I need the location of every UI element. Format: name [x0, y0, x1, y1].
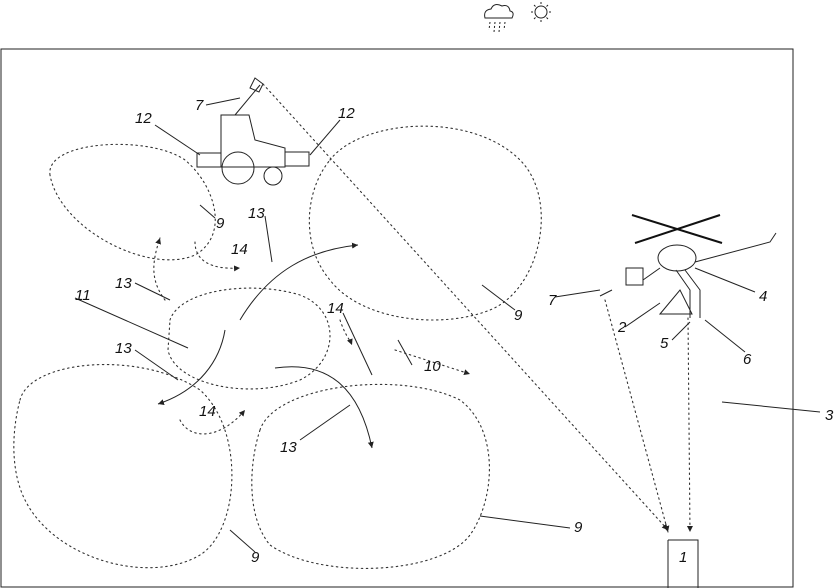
- base-station: [667, 539, 699, 588]
- label-13-c: 13: [115, 340, 132, 357]
- signal-lines: [262, 83, 693, 533]
- label-14-b: 14: [327, 300, 344, 317]
- rain-cloud-icon: [484, 4, 514, 33]
- zone-bottom-left: [13, 364, 233, 569]
- leader-lines: [74, 97, 821, 553]
- label-13-b: 13: [115, 275, 132, 292]
- zone-top-right: [308, 125, 542, 321]
- label-7-tractor: 7: [195, 97, 204, 114]
- label-10: 10: [424, 358, 441, 375]
- label-9-top-right: 9: [514, 307, 523, 324]
- label-12-right: 12: [338, 105, 355, 122]
- label-13-a: 13: [248, 205, 265, 222]
- label-9-top-left: 9: [216, 215, 225, 232]
- label-7-drone: 7: [548, 292, 557, 309]
- label-9-bottom-right: 9: [574, 519, 583, 536]
- label-5: 5: [660, 335, 669, 352]
- zone-center: [167, 287, 331, 390]
- label-6: 6: [743, 351, 752, 368]
- label-14-c: 14: [199, 403, 216, 420]
- field-frame: [0, 48, 794, 588]
- sun-icon: [531, 2, 551, 22]
- label-1: 1: [679, 549, 687, 566]
- label-2: 2: [617, 319, 627, 336]
- label-13-d: 13: [280, 439, 297, 456]
- label-14-a: 14: [231, 241, 248, 258]
- label-11: 11: [75, 287, 91, 304]
- label-4: 4: [759, 288, 767, 305]
- treatment-zones: [13, 125, 542, 569]
- tractor: [196, 77, 310, 186]
- zone-top-left: [49, 143, 216, 261]
- zone-bottom-right: [251, 383, 490, 569]
- label-12-left: 12: [135, 110, 152, 127]
- label-3: 3: [825, 407, 834, 424]
- label-9-bottom-left: 9: [251, 549, 260, 566]
- helicopter-drone: [599, 214, 777, 318]
- path-arrows: [153, 237, 374, 449]
